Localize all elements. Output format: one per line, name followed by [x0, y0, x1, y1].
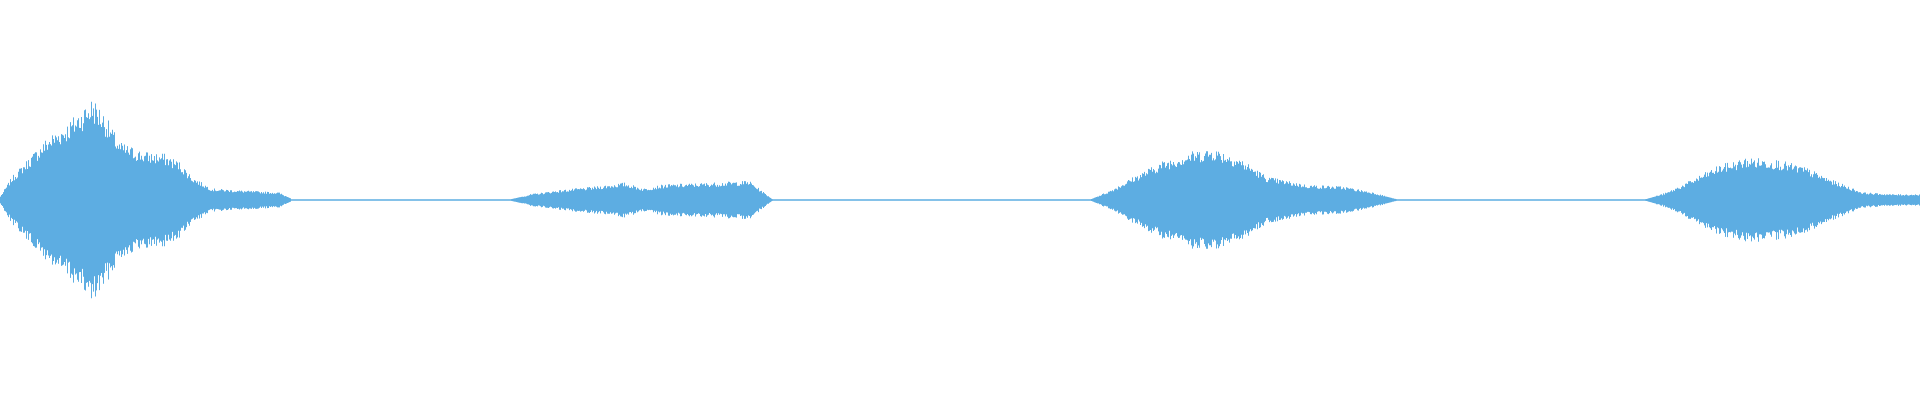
waveform-segment-5	[1091, 151, 1397, 249]
waveform-segment-7	[1645, 158, 1920, 242]
waveform-segment-1	[0, 101, 291, 299]
waveform-segment-2	[290, 199, 512, 201]
waveform-segment-3	[511, 181, 773, 219]
waveform-segment-4	[772, 199, 1092, 201]
waveform-segment-6	[1396, 199, 1646, 201]
